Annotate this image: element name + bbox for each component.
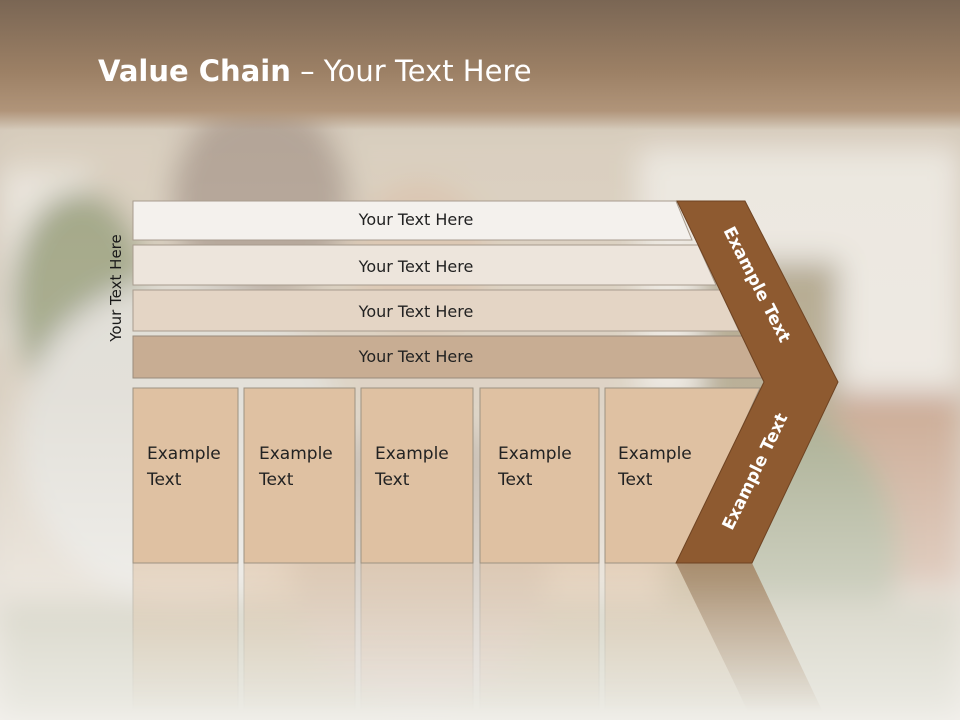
chevron-arrow <box>675 200 839 564</box>
column-1-line2: Text <box>146 470 182 490</box>
column-2-box <box>243 387 356 564</box>
diagram-reflection <box>132 562 827 720</box>
column-4-line1: Example <box>498 444 572 464</box>
column-5-line1: Example <box>618 444 692 464</box>
column-3-line1: Example <box>375 444 449 464</box>
title-bold: Value Chain <box>98 54 291 88</box>
reflection-columns <box>132 562 753 720</box>
row-3-label: Your Text Here <box>358 302 474 321</box>
row-4-label: Your Text Here <box>358 347 474 366</box>
column-2-line2: Text <box>258 470 294 490</box>
column-2-line1: Example <box>259 444 333 464</box>
column-4-box <box>479 387 600 564</box>
column-4-line2: Text <box>497 470 533 490</box>
row-1-bar <box>132 200 693 241</box>
reflection-column-4 <box>479 562 600 720</box>
column-1-line1: Example <box>147 444 221 464</box>
reflection-column-2 <box>243 562 356 720</box>
column-1-box <box>132 387 239 564</box>
column-3-line2: Text <box>374 470 410 490</box>
row-1-label: Your Text Here <box>358 210 474 229</box>
title-band <box>0 0 960 130</box>
column-5-line2: Text <box>617 470 653 490</box>
column-3-box <box>360 387 474 564</box>
reflection-column-3 <box>360 562 474 720</box>
row-2-bar <box>132 244 717 286</box>
reflection-column-1 <box>132 562 239 720</box>
reflection-chevron <box>676 563 827 720</box>
title-rest: – Your Text Here <box>290 54 532 88</box>
page-title: Value Chain – Your Text Here <box>98 54 532 88</box>
row-2-label: Your Text Here <box>358 257 474 276</box>
